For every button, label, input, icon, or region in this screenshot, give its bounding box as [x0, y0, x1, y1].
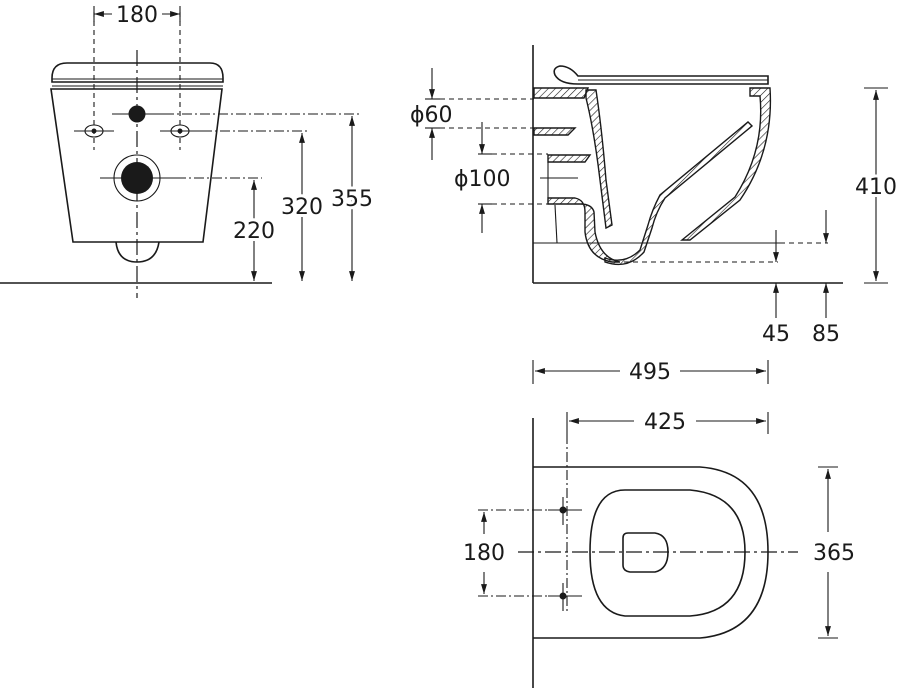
bowl-body	[50, 88, 223, 243]
mount-block	[554, 204, 558, 244]
seat-lid	[51, 62, 224, 83]
dim-total-height: 410	[855, 175, 897, 200]
dim-projection-length: 425	[644, 410, 686, 435]
dim-total-length: 495	[629, 360, 671, 385]
bowl-outline	[533, 466, 769, 639]
dim-bolt-height: 320	[281, 195, 323, 220]
dim-width: 365	[813, 541, 855, 566]
front-view: 180 220 320 355	[0, 3, 376, 298]
dim-outlet-diameter: ϕ100	[454, 167, 511, 192]
dim-drain-height: 220	[233, 219, 275, 244]
dim-rim-floor-gap: 85	[812, 322, 840, 347]
bowl-back-section	[604, 121, 754, 266]
drain-opening	[622, 532, 669, 573]
dim-front-bolt-spacing: 180	[116, 3, 158, 28]
side-view: ϕ60 ϕ100 410 45 85	[410, 45, 900, 347]
top-view: 495 425 180 365	[463, 360, 855, 688]
dim-inlet-height: 355	[331, 187, 373, 212]
rim-section-back	[533, 87, 590, 99]
inner-wall-section	[585, 89, 613, 230]
outlet-top-section	[547, 154, 592, 163]
bowl-rim	[589, 489, 746, 617]
dim-inlet-diameter: ϕ60	[410, 103, 453, 128]
outer-shell-section	[680, 87, 772, 241]
inlet-bottom-section	[533, 127, 577, 136]
dim-top-bolt-spacing: 180	[463, 541, 505, 566]
seat-side	[553, 65, 769, 85]
dim-trap-depth: 45	[762, 322, 790, 347]
